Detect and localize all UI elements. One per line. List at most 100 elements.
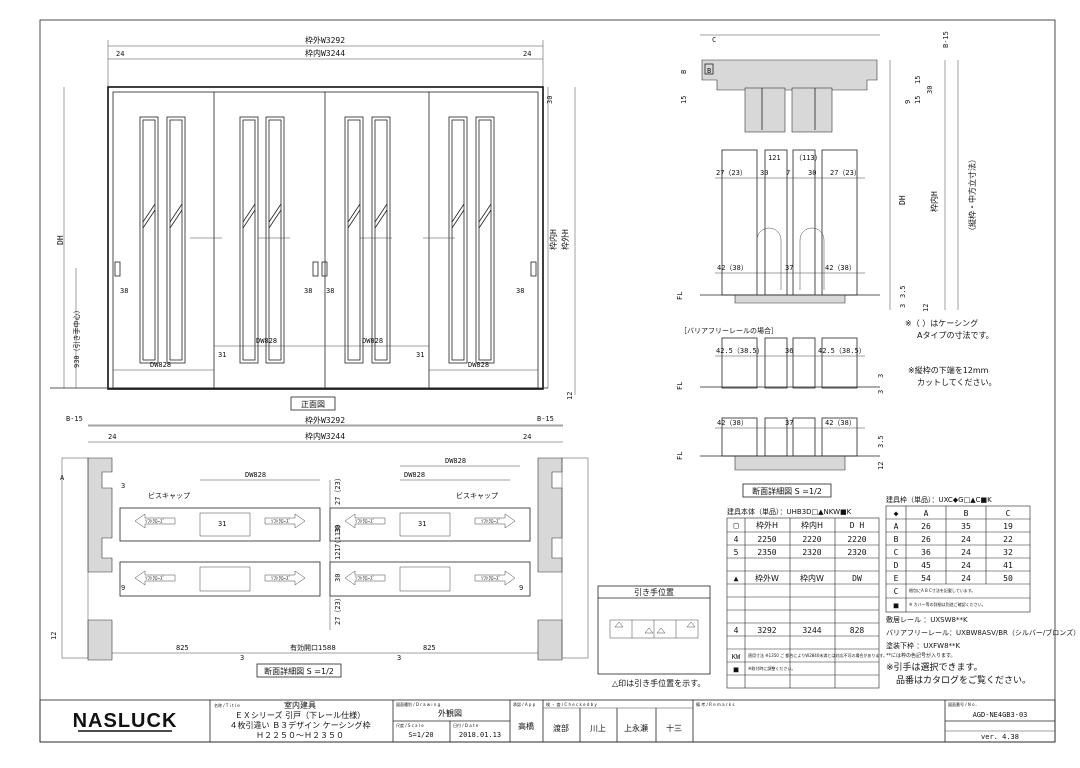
svg-text:KW: KW (732, 653, 741, 661)
svg-text:DH: DH (898, 195, 907, 205)
svg-text:４枚引違い Ｂ３デザイン ケーシング枠: ４枚引違い Ｂ３デザイン ケーシング枠 (230, 720, 371, 730)
svg-text:3: 3 (899, 304, 907, 308)
svg-text:121: 121 (768, 154, 781, 162)
svg-text:■: ■ (734, 665, 739, 674)
svg-text:C: C (712, 36, 716, 44)
frame-table-cell: 41 (1003, 561, 1013, 570)
frame-table-cell: E (894, 574, 899, 583)
svg-text:D H: D H (850, 521, 865, 530)
svg-text:ｿﾌﾄｸﾛｰｽﾞ: ｿﾌﾄｸﾛｰｽﾞ (271, 518, 291, 525)
svg-text:B: B (707, 67, 711, 75)
svg-text:42（38）: 42（38） (825, 264, 856, 272)
svg-text:42.5（38.5）: 42.5（38.5） (818, 347, 866, 355)
svg-text:十三: 十三 (666, 723, 682, 733)
svg-text:38: 38 (516, 287, 524, 295)
handle-1 (114, 261, 121, 277)
frame-table-cell: A (894, 522, 899, 531)
svg-text:825: 825 (176, 644, 189, 652)
svg-text:30: 30 (546, 96, 554, 104)
svg-text:42（38）: 42（38） (717, 419, 748, 427)
frame-table-cell: 32 (1003, 548, 1013, 557)
svg-text:42（38）: 42（38） (717, 264, 748, 272)
svg-text:カットしてください。: カットしてください。 (917, 378, 997, 387)
svg-text:9: 9 (904, 100, 912, 104)
svg-text:3292: 3292 (757, 626, 776, 635)
svg-text:12: 12 (50, 632, 58, 640)
svg-text:枠内H: 枠内H (548, 229, 558, 250)
pull-position: 引き手位置 △印は引き手位置を示す。 (597, 585, 711, 688)
svg-text:C: C (894, 587, 899, 596)
svg-text:※縦枠の下端を12mm: ※縦枠の下端を12mm (908, 365, 989, 375)
svg-text:3: 3 (877, 374, 885, 378)
svg-text:建具本体（単品）：UHB3D□▲NKW■K: 建具本体（単品）：UHB3D□▲NKW■K (727, 507, 852, 516)
pull-position-title: 引き手位置 (634, 587, 674, 597)
svg-text:枠内W: 枠内W (800, 573, 824, 583)
frame-table-cell: D (894, 561, 899, 570)
svg-text:（113）: （113） (795, 154, 822, 162)
bottom-rail (734, 294, 846, 304)
svg-text:Aタイプの寸法です。: Aタイプの寸法です。 (917, 330, 994, 340)
svg-text:3: 3 (877, 390, 885, 394)
svg-text:2350: 2350 (757, 548, 776, 557)
table-body: 建具本体（単品）：UHB3D□▲NKW■K □ 枠外H 枠内H D H 4 22… (726, 507, 887, 689)
svg-text:31: 31 (218, 520, 226, 528)
front-dh: DH (56, 235, 65, 245)
svg-text:▲: ▲ (734, 574, 739, 583)
svg-text:37: 37 (785, 264, 793, 272)
front-side-left: 24 (116, 50, 124, 58)
screw-cap-left: ビスキャップ (148, 491, 190, 500)
svg-text:ｿﾌﾄｸﾛｰｽﾞ: ｿﾌﾄｸﾛｰｽﾞ (481, 518, 501, 525)
svg-text:4: 4 (734, 626, 739, 635)
frame-table-cell: 22 (1003, 535, 1013, 544)
frame-table-cell: C (894, 548, 899, 557)
frame-table-cell: 45 (921, 561, 931, 570)
svg-text:図面番号 / N o .: 図面番号 / N o . (948, 701, 977, 707)
svg-text:27（23）: 27（23） (334, 594, 342, 625)
leaf-1 (119, 507, 321, 542)
svg-text:27（23）: 27（23） (716, 169, 747, 177)
svg-text:Ｈ２２５０～Ｈ２３５０: Ｈ２２５０～Ｈ２３５０ (256, 731, 344, 740)
svg-text:2220: 2220 (847, 535, 866, 544)
svg-text:825: 825 (423, 644, 436, 652)
svg-text:12: 12 (566, 392, 574, 400)
front-outer-frame (107, 86, 544, 390)
svg-text:24: 24 (523, 433, 531, 441)
soft-close-arrows (134, 513, 516, 586)
svg-text:ｿﾌﾄｸﾛｰｽﾞ: ｿﾌﾄｸﾛｰｽﾞ (355, 518, 375, 525)
version: ver. 4.38 (981, 733, 1019, 741)
frame-table-cell: 24 (961, 574, 971, 583)
frame-table-cell: 54 (921, 574, 931, 583)
svg-text:15: 15 (914, 76, 922, 84)
svg-text:日付 / D a t e: 日付 / D a t e (453, 722, 479, 728)
svg-text:外観図: 外観図 (438, 708, 462, 718)
svg-text:枠外H: 枠外H (560, 229, 570, 250)
svg-text:※引手は選択できます。: ※引手は選択できます。 (886, 661, 983, 673)
svg-text:DW: DW (852, 574, 862, 583)
svg-text:C: C (1006, 509, 1011, 518)
svg-text:備 考 / R e m a r k s: 備 考 / R e m a r k s (696, 701, 734, 707)
handle-3 (321, 261, 328, 277)
svg-text:37: 37 (785, 419, 793, 427)
handle-dim-1: 38 (120, 287, 128, 295)
svg-text:38: 38 (326, 287, 334, 295)
frame-table-cell: 24 (961, 535, 971, 544)
front-title: 正面図 (301, 400, 325, 409)
svg-text:9: 9 (519, 584, 523, 592)
svg-text:枠内W3244: 枠内W3244 (305, 431, 345, 441)
svg-text:枠外W3292: 枠外W3292 (305, 415, 345, 425)
svg-text:2320: 2320 (802, 548, 821, 557)
svg-text:ｿﾌﾄｸﾛｰｽﾞ: ｿﾌﾄｸﾛｰｽﾞ (355, 575, 375, 582)
svg-text:ｿﾌﾄｸﾛｰｽﾞ: ｿﾌﾄｸﾛｰｽﾞ (271, 575, 291, 582)
frame-table-cell: 24 (961, 548, 971, 557)
svg-text:室内建具: 室内建具 (284, 700, 316, 710)
svg-text:名称 / T i t l e: 名称 / T i t l e (214, 702, 240, 708)
svg-text:FL: FL (676, 382, 684, 390)
svg-text:30: 30 (760, 169, 768, 177)
svg-text:適用寸法 ※1350 ご 都合によりW2840未満とは対応不: 適用寸法 ※1350 ご 都合によりW2840未満とは対応不可の場合があります。 (748, 652, 887, 658)
svg-text:38: 38 (304, 287, 312, 295)
svg-text:B-15: B-15 (537, 415, 554, 423)
front-view: 枠外W3292 枠内W3244 24 24 (50, 35, 576, 411)
svg-text:枠外W: 枠外W (755, 573, 779, 583)
